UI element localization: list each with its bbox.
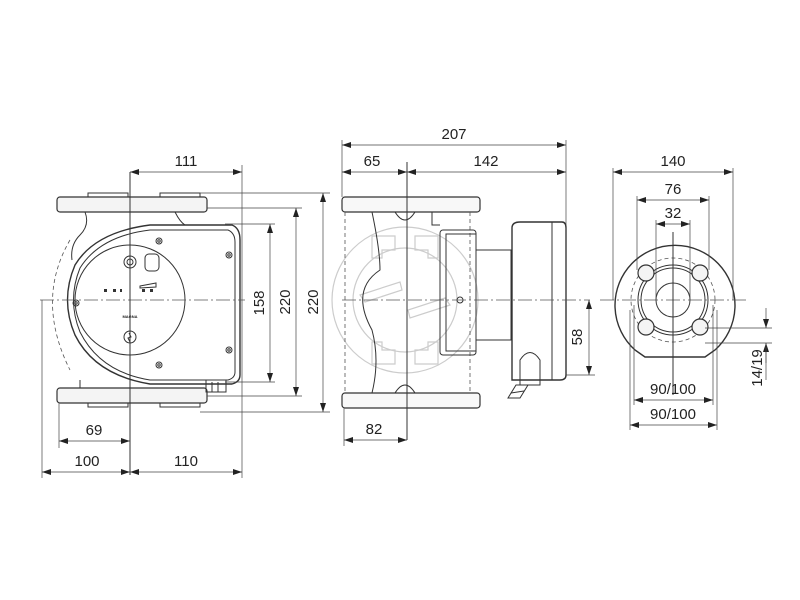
dim-140: 140 (660, 153, 685, 170)
dim-32: 32 (665, 205, 682, 222)
dim-90-100-lower: 90/100 (650, 406, 696, 423)
dim-82: 82 (366, 421, 383, 438)
front-view: MAGNA 111 158 220 220 69 (40, 153, 330, 478)
dim-58: 58 (569, 329, 586, 346)
dim-142: 142 (473, 153, 498, 170)
dim-158: 158 (251, 290, 268, 315)
dim-100: 100 (74, 453, 99, 470)
dim-14-19: 14/19 (749, 349, 766, 387)
dim-207: 207 (441, 126, 466, 143)
dim-76: 76 (665, 181, 682, 198)
side-view: 207 65 142 82 58 (331, 126, 595, 446)
dim-69: 69 (86, 422, 103, 439)
dim-65: 65 (364, 153, 381, 170)
dim-220-outer: 220 (305, 289, 322, 314)
dim-220-inner: 220 (277, 289, 294, 314)
dim-111: 111 (175, 153, 198, 170)
flange-view: 140 76 32 90/100 90/100 14/19 (600, 153, 772, 430)
dim-110: 110 (174, 453, 198, 470)
dim-90-100-upper: 90/100 (650, 381, 696, 398)
